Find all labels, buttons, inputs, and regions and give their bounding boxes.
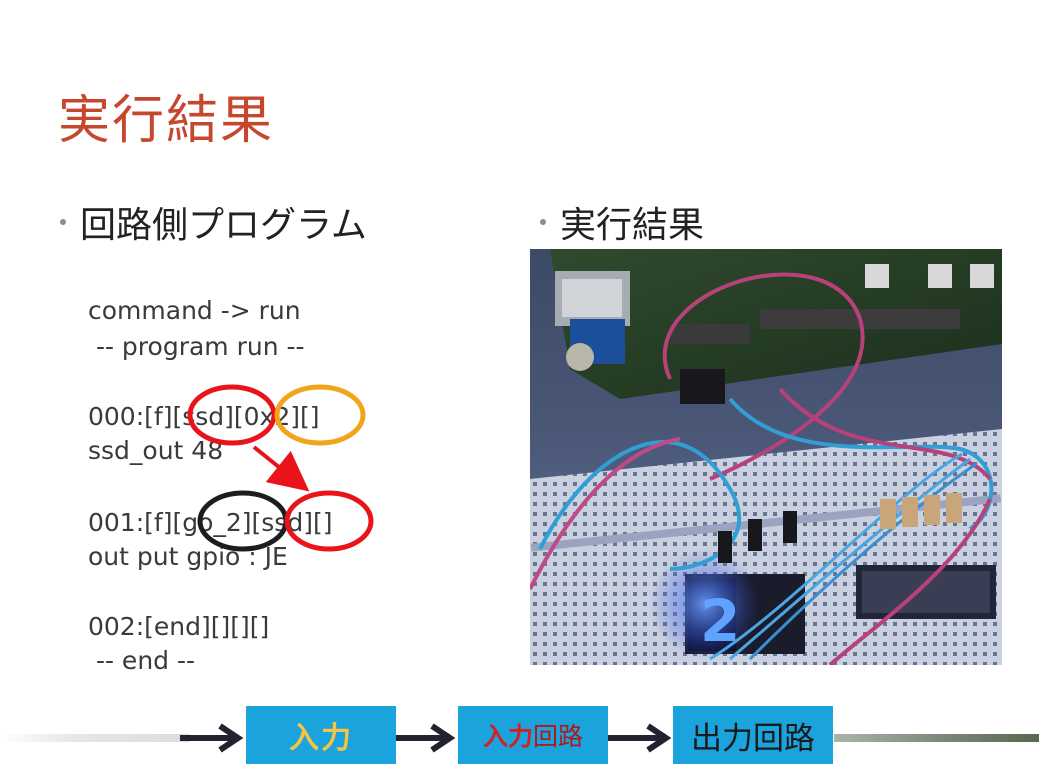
bullet-dot — [60, 219, 66, 225]
breadboard-image: 2 — [530, 249, 1002, 665]
flow-step-input-label: 入力 — [289, 721, 353, 756]
bullet-result: 実行結果 — [540, 196, 704, 248]
flow-step-input-circuit-label-b: 回路 — [533, 722, 584, 751]
terminal-line: 002:[end][][][] — [88, 612, 270, 641]
go2-highlight-circle — [197, 490, 289, 552]
terminal-line: out put gpio : JE — [88, 542, 288, 571]
bullet-program: 回路側プログラム — [60, 196, 367, 248]
seven-segment-digit: 2 — [700, 587, 740, 655]
flow-line-right — [834, 734, 1039, 742]
flow-step-input-circuit-label-a: 入力 — [482, 722, 533, 751]
arrow-right-icon — [180, 723, 244, 753]
slide-title: 実行結果 — [58, 91, 275, 151]
terminal-line: command -> run — [88, 296, 301, 325]
bullet-result-text: 実行結果 — [560, 205, 705, 246]
ssd-highlight-circle — [187, 384, 277, 446]
flow-line-left — [0, 734, 190, 742]
ssd-target-circle — [284, 490, 374, 552]
terminal-line: -- program run -- — [88, 332, 305, 361]
flow-step-input-circuit: 入力回路 — [458, 706, 608, 764]
flow-step-output-circuit-label: 出力回路 — [691, 720, 815, 757]
breadboard-photo: 2 — [530, 249, 1002, 665]
flow-step-input: 入力 — [246, 706, 396, 764]
arrow-right-icon — [608, 723, 672, 753]
flow-arrow — [252, 445, 310, 492]
terminal-line: ssd_out 48 — [88, 436, 224, 465]
bullet-dot — [540, 219, 546, 225]
terminal-line: -- end -- — [88, 646, 196, 675]
arrow-right-icon — [396, 723, 456, 753]
flow-step-output-circuit: 出力回路 — [673, 706, 833, 764]
value-highlight-circle — [274, 384, 366, 446]
bullet-program-text: 回路側プログラム — [80, 205, 367, 246]
